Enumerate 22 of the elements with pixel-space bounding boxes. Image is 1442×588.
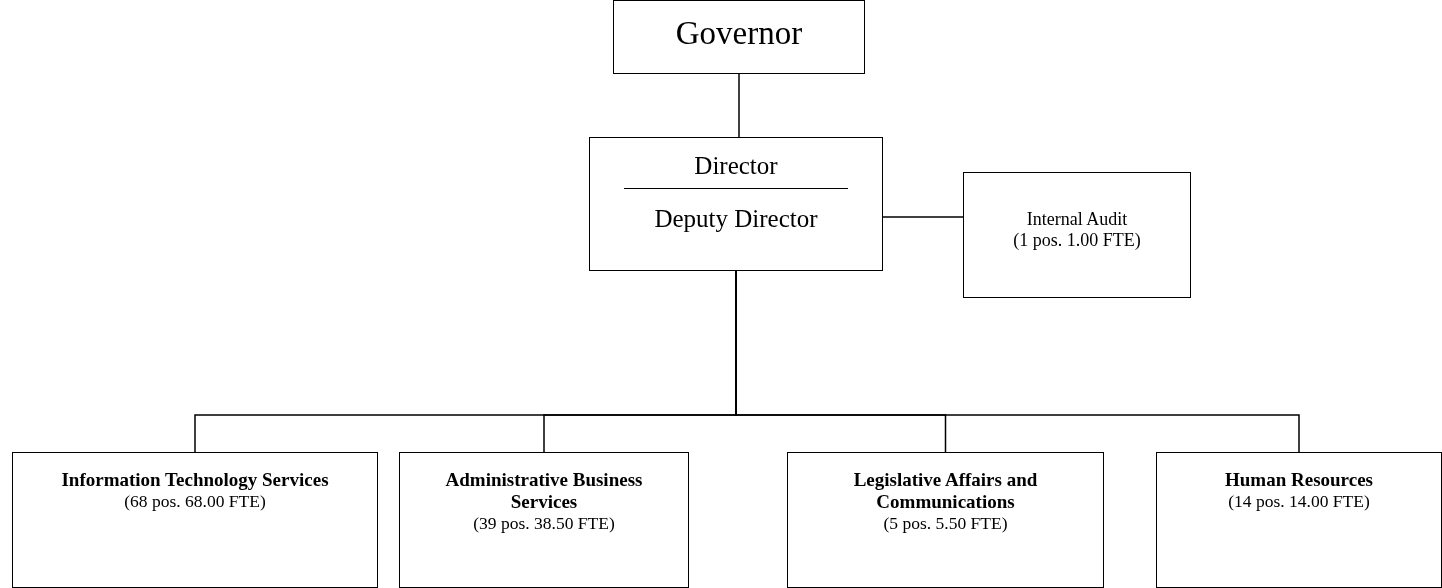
unit-title: Internal Audit bbox=[1025, 209, 1129, 230]
staffing-count: (39 pos. 38.50 FTE) bbox=[472, 513, 616, 534]
staffing-count: (1 pos. 1.00 FTE) bbox=[1012, 230, 1142, 251]
org-box bbox=[613, 0, 865, 74]
org-box bbox=[1156, 452, 1442, 588]
unit-title: Administrative Business Services bbox=[444, 469, 644, 513]
role-title: Governor bbox=[674, 15, 804, 52]
staffing-count: (68 pos. 68.00 FTE) bbox=[123, 491, 267, 512]
staffing-count: (14 pos. 14.00 FTE) bbox=[1227, 491, 1371, 512]
connector-line bbox=[882, 216, 964, 218]
org-box bbox=[12, 452, 378, 588]
connector-line bbox=[738, 73, 740, 138]
unit-title: Legislative Affairs and Communications bbox=[852, 469, 1039, 513]
role-title: Director bbox=[693, 152, 779, 180]
unit-title: Information Technology Services bbox=[60, 469, 330, 491]
org-box bbox=[589, 137, 883, 271]
org-box bbox=[787, 452, 1104, 588]
staffing-count: (5 pos. 5.50 FTE) bbox=[882, 513, 1009, 534]
unit-title: Human Resources bbox=[1224, 469, 1374, 491]
role-title: Deputy Director bbox=[653, 205, 819, 233]
org-box bbox=[963, 172, 1191, 298]
org-box bbox=[399, 452, 689, 588]
